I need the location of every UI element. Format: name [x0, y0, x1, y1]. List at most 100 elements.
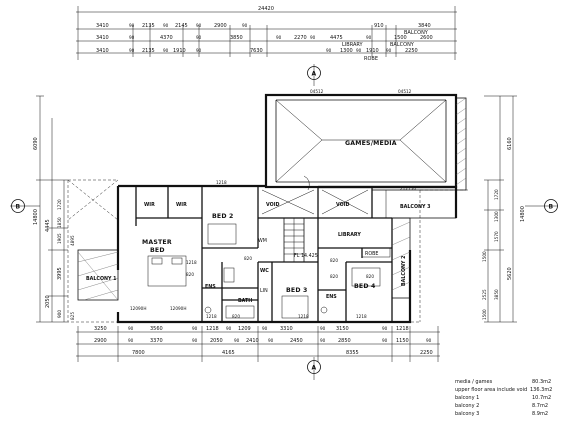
room-robe: ROBE — [365, 251, 378, 257]
dim-label: 1218 — [356, 314, 367, 319]
room-bed-2: BED 2 — [212, 213, 234, 220]
room-master-bed-1: MASTER — [142, 239, 172, 246]
room-bed-3: BED 3 — [286, 287, 308, 294]
area-value: 8.9m2 — [532, 411, 548, 417]
area-label: media / games — [455, 379, 493, 385]
dim-label: 90 — [128, 338, 134, 343]
dim-label: 90 — [163, 48, 169, 53]
dim-label: 1218 — [186, 260, 197, 265]
section-marker-a-bottom: A — [307, 357, 321, 380]
dim-label: 2900 — [214, 23, 227, 29]
dim-label: 3850 — [230, 35, 243, 41]
dim-label: 4165 — [222, 350, 235, 356]
dim-label: 90 — [268, 338, 274, 343]
dim-label: 90 — [356, 48, 362, 53]
dim-label: 910 — [374, 23, 384, 29]
dim-label: 1500 — [482, 251, 487, 262]
dim-label: 14800 — [520, 206, 526, 222]
room-void-1: VOID — [266, 202, 279, 208]
floor-level-tag: FL 14.425 — [294, 253, 318, 259]
dim-label: 1720 — [494, 189, 499, 200]
room-bed-4: BED 4 — [354, 283, 376, 290]
dim-label: 3150 — [336, 326, 349, 332]
dim-label: 3410 — [96, 35, 109, 41]
area-value: 80.3m2 — [532, 379, 551, 385]
dim-label: 7800 — [132, 350, 145, 356]
bottom-row-3: 7800 4165 8355 2250 — [132, 350, 433, 356]
dim-label: 90 — [276, 35, 282, 40]
balcony-1: BALCONY 1 — [77, 249, 119, 301]
area-label: balcony 1 — [455, 395, 479, 401]
dim-label: 2250 — [405, 48, 418, 54]
dim-label: 2050 — [210, 338, 223, 344]
dim-label: 1150 — [396, 338, 409, 344]
dim-label: 12090H — [170, 306, 186, 311]
dim-label: 1910 — [173, 48, 186, 54]
room-wir-2: WIR — [176, 202, 187, 208]
dim-label: 90 — [129, 23, 135, 28]
dim-label: 1209 — [238, 326, 251, 332]
wet-areas: ENS BATH WC LIN WM — [204, 238, 328, 319]
room-library: LIBRARY — [338, 232, 361, 238]
dim-label: 1218 — [206, 314, 217, 319]
dim-label: 3310 — [280, 326, 293, 332]
dim-label: 820 — [186, 272, 194, 277]
dim-label: 90 — [386, 48, 392, 53]
dim-label: 1218 — [298, 314, 309, 319]
dim-label: 8355 — [346, 350, 359, 356]
dim-label: 90 — [129, 35, 135, 40]
dim-label: 2600 — [420, 35, 433, 41]
dim-label: 4445 — [45, 219, 51, 232]
balcony-3: BALCONY 3 — [371, 189, 457, 219]
dims-row-2: 3410 90 4370 90 3850 90 2270 90 4475 90 … — [96, 35, 433, 48]
dim-label: 1218 — [216, 180, 227, 185]
dim-label: 1500 — [394, 35, 407, 41]
area-value: 10.7m2 — [532, 395, 551, 401]
dim-label: 3410 — [96, 48, 109, 54]
dim-label: 1905 — [57, 233, 62, 244]
dim-label: 825 — [70, 312, 75, 320]
dim-label: 1570 — [494, 231, 499, 242]
room-balcony-3: BALCONY 3 — [400, 204, 431, 210]
section-marker-b-right: B — [525, 199, 558, 213]
room-lin: LIN — [260, 288, 268, 294]
area-schedule: media / games 80.3m2 upper floor area in… — [455, 379, 552, 417]
dim-label: 90 — [262, 326, 268, 331]
dim-label: 90 — [366, 35, 372, 40]
dim-label: 90 — [310, 35, 316, 40]
dim-label: 2410 — [246, 338, 259, 344]
east-screen-hatch — [455, 97, 467, 191]
dim-label: 820 — [232, 314, 240, 319]
dim-label: 90 — [226, 326, 232, 331]
dim-text-library: LIBRARY — [342, 42, 364, 48]
grid-mark-label: A — [312, 365, 317, 372]
dim-label: 1218 — [396, 326, 409, 332]
bedroom-wing-west: WIR WIR BED 2 MASTER BED 12090H 12090H 1… — [130, 180, 237, 311]
dim-text-balcony: BALCONY — [404, 30, 429, 36]
dim-label: 1910 — [366, 48, 379, 54]
dim-label: 2900 — [94, 338, 107, 344]
dim-label: 900 — [57, 310, 62, 318]
dims-row-3: 3410 90 2135 90 1910 90 7630 90 1300 90 … — [96, 48, 418, 62]
games-media-block: GAMES/MEDIA 04512 04512 212750 — [264, 89, 458, 191]
dim-label: 14800 — [33, 209, 39, 225]
dim-label: 1850 — [57, 217, 62, 228]
room-balcony-1: BALCONY 1 — [86, 276, 117, 282]
bottom-row-1: 3250 90 3560 90 1218 90 1209 90 3310 90 … — [94, 326, 409, 332]
dim-label: 1218 — [206, 326, 219, 332]
dim-label: 90 — [382, 338, 388, 343]
room-games-media: GAMES/MEDIA — [345, 140, 397, 147]
top-dimension-strings: 24420 3410 90 2135 90 2145 90 2900 90 91… — [76, 6, 457, 62]
grid-mark-label: A — [312, 71, 317, 78]
left-dimension-strings: 6090 4445 14800 2050 3995 1720 1850 1905… — [33, 95, 75, 323]
overall-top-dim: 24420 — [258, 6, 274, 12]
dim-label: 3560 — [150, 326, 163, 332]
area-value: 136.3m2 — [530, 387, 552, 393]
room-wc: WC — [260, 268, 269, 274]
dim-label: 90 — [326, 48, 332, 53]
dim-label: 2850 — [338, 338, 351, 344]
dim-label: 04512 — [310, 89, 324, 94]
dim-label: 6160 — [507, 137, 513, 150]
dim-label: 90 — [192, 338, 198, 343]
